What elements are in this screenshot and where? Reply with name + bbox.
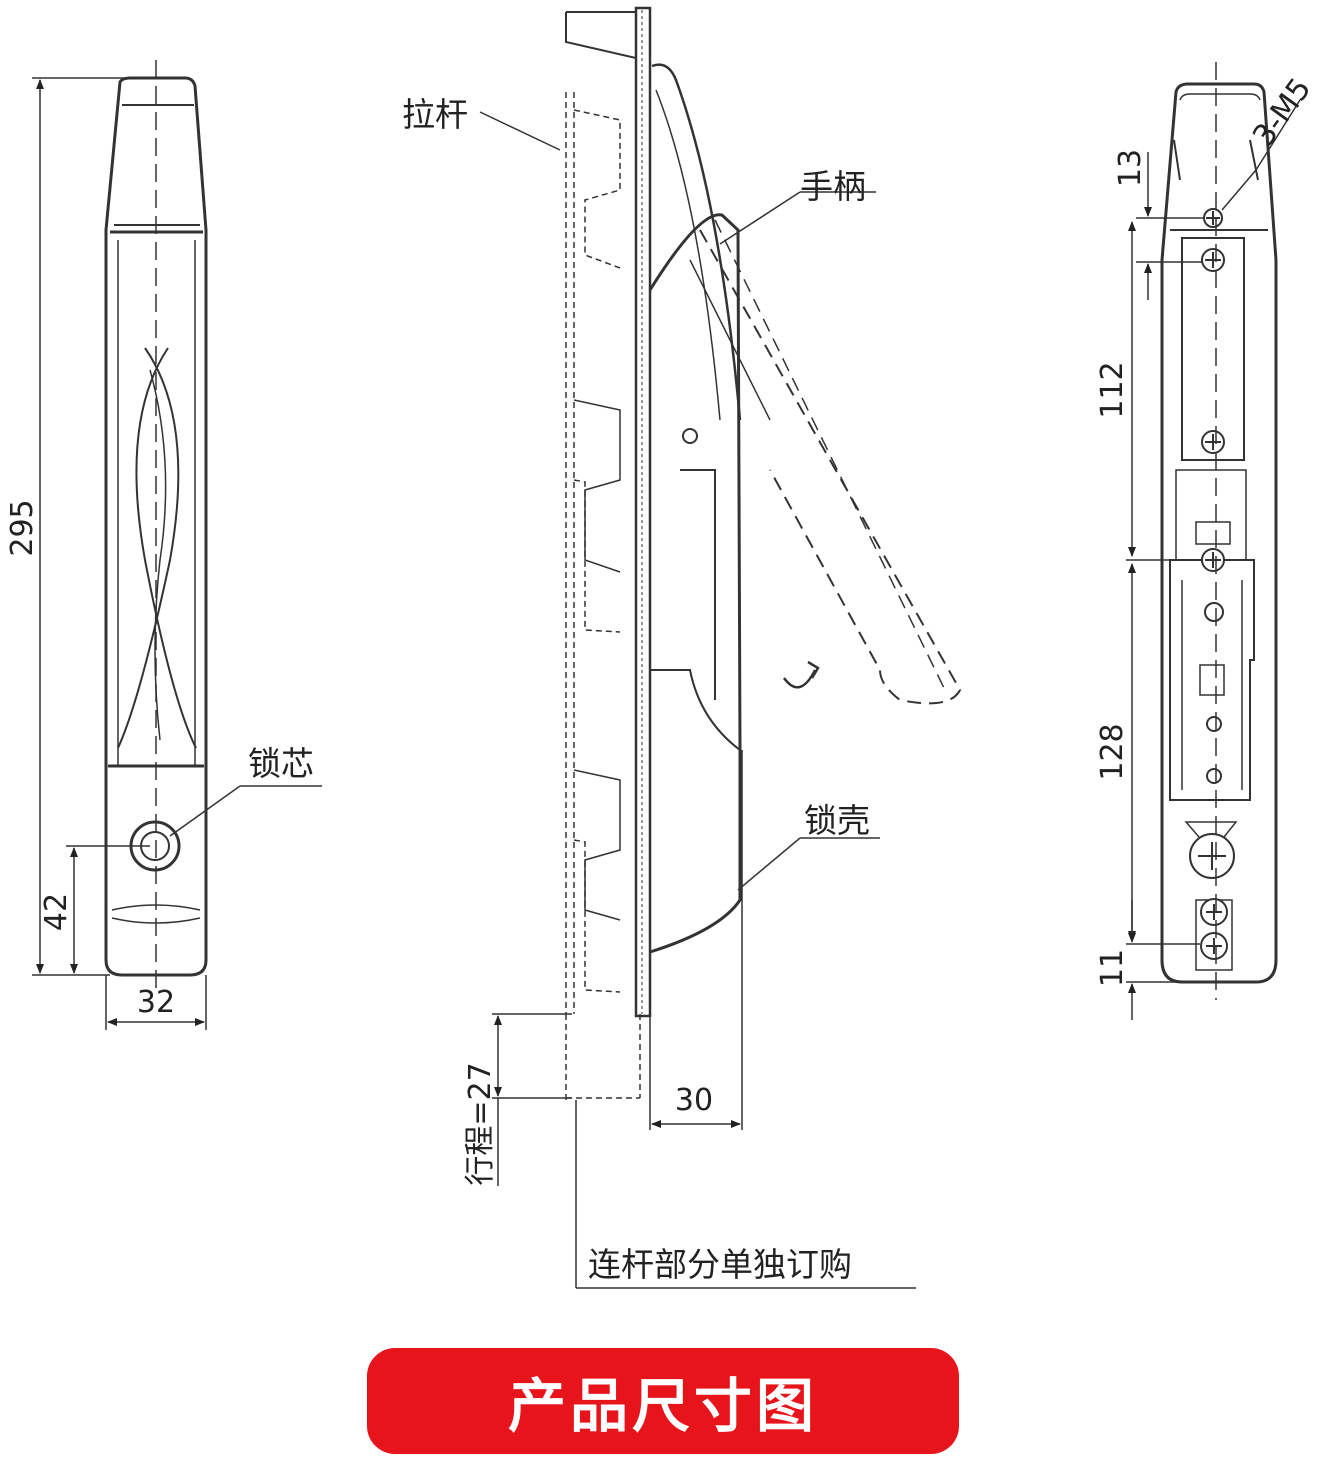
back-dim-13: 13 <box>1113 149 1148 187</box>
screw-6 <box>1206 716 1222 732</box>
side-handle <box>651 63 742 421</box>
label-lock-core: 锁芯 <box>248 744 314 783</box>
back-plate-upper <box>1181 237 1245 461</box>
back-dim-112: 112 <box>1095 361 1130 418</box>
side-depth-dim: 30 <box>675 1083 713 1118</box>
front-width-dim: 32 <box>137 985 175 1020</box>
side-note: 连杆部分单独订购 <box>588 1245 852 1284</box>
screw-5 <box>1204 602 1224 622</box>
label-handle: 手柄 <box>800 167 866 206</box>
back-dimensions <box>1126 99 1301 1020</box>
front-keyhole-dim: 42 <box>39 893 74 931</box>
back-view <box>1160 82 1278 984</box>
label-lock-shell: 锁壳 <box>804 801 870 840</box>
back-dim-128: 128 <box>1095 723 1130 780</box>
front-decoration <box>117 347 180 749</box>
label-pull-rod: 拉杆 <box>402 95 468 134</box>
side-lock-shell <box>648 213 742 954</box>
back-handle-outline <box>1160 82 1278 984</box>
front-height-dim: 295 <box>5 499 40 556</box>
side-view <box>565 6 962 1100</box>
screw-7 <box>1206 768 1222 784</box>
front-view <box>104 60 208 990</box>
side-pull-rod <box>565 92 575 1014</box>
side-dimensions <box>479 111 916 1289</box>
banner-product-dimensions: 产品尺寸图 <box>367 1348 959 1454</box>
front-dimensions <box>32 77 322 1030</box>
side-plate <box>634 6 652 1018</box>
back-dim-11: 11 <box>1095 949 1130 987</box>
side-stroke-dim: 行程=27 <box>463 1062 498 1185</box>
